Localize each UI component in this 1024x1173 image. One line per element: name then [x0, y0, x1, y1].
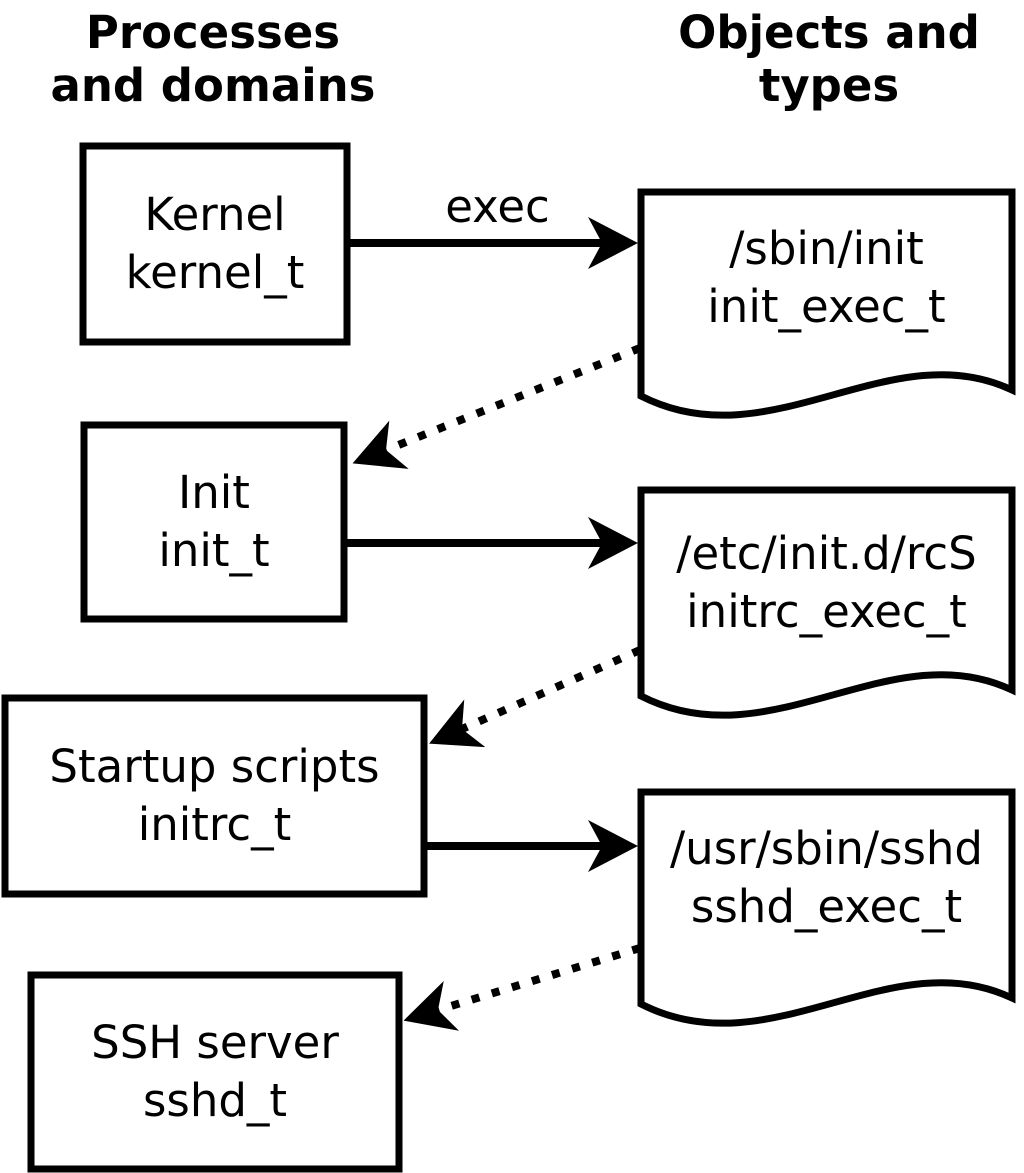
object-path: /usr/sbin/sshd: [670, 822, 983, 875]
object-path: /etc/init.d/rcS: [676, 526, 977, 580]
document-sshd-exec-label: /usr/sbin/sshd sshd_exec_t: [641, 792, 1012, 964]
document-init-exec-shape: [637, 188, 1016, 419]
process-box-sshd-label: SSH server sshd_t: [31, 975, 399, 1169]
transition-arrow-initrc-exec-to-initrc: [429, 646, 642, 748]
right-column-header-line2: types: [758, 59, 900, 112]
process-domain-type: initrc_t: [137, 798, 292, 851]
process-name: Init: [178, 466, 250, 519]
object-type: initrc_exec_t: [686, 584, 967, 638]
process-box-initrc-label: Startup scripts initrc_t: [5, 698, 424, 894]
process-box-initrc-shape: [1, 694, 428, 898]
document-init-exec-label: /sbin/init init_exec_t: [641, 192, 1012, 364]
left-column-header: Processes and domains: [18, 6, 408, 112]
left-column-header-line2: and domains: [50, 59, 376, 112]
object-path: /sbin/init: [729, 222, 924, 275]
exec-edge-label: exec: [445, 180, 550, 233]
process-name: Startup scripts: [49, 740, 380, 793]
right-column-header-line1: Objects and: [678, 6, 980, 59]
process-box-init-shape: [80, 421, 348, 623]
process-name: Kernel: [144, 188, 286, 241]
document-initrc-exec-shape: [637, 486, 1016, 719]
transition-arrow-sshd-exec-to-sshd: [403, 944, 642, 1031]
process-box-sshd-shape: [27, 971, 403, 1173]
process-domain-type: init_t: [158, 524, 270, 577]
document-sshd-exec-shape: [637, 788, 1016, 1027]
process-box-init-label: Init init_t: [84, 425, 344, 619]
process-name: SSH server: [91, 1016, 339, 1069]
process-domain-type: kernel_t: [125, 246, 305, 299]
process-domain-type: sshd_t: [142, 1074, 288, 1127]
left-column-header-line1: Processes: [85, 6, 341, 59]
object-type: init_exec_t: [707, 280, 946, 333]
transition-arrow-init-exec-to-init: [352, 344, 642, 469]
object-type: sshd_exec_t: [690, 880, 963, 933]
process-box-kernel-shape: [79, 142, 351, 346]
process-box-kernel-label: Kernel kernel_t: [83, 146, 347, 342]
document-initrc-exec-label: /etc/init.d/rcS initrc_exec_t: [641, 490, 1012, 675]
right-column-header: Objects and types: [629, 6, 1024, 112]
